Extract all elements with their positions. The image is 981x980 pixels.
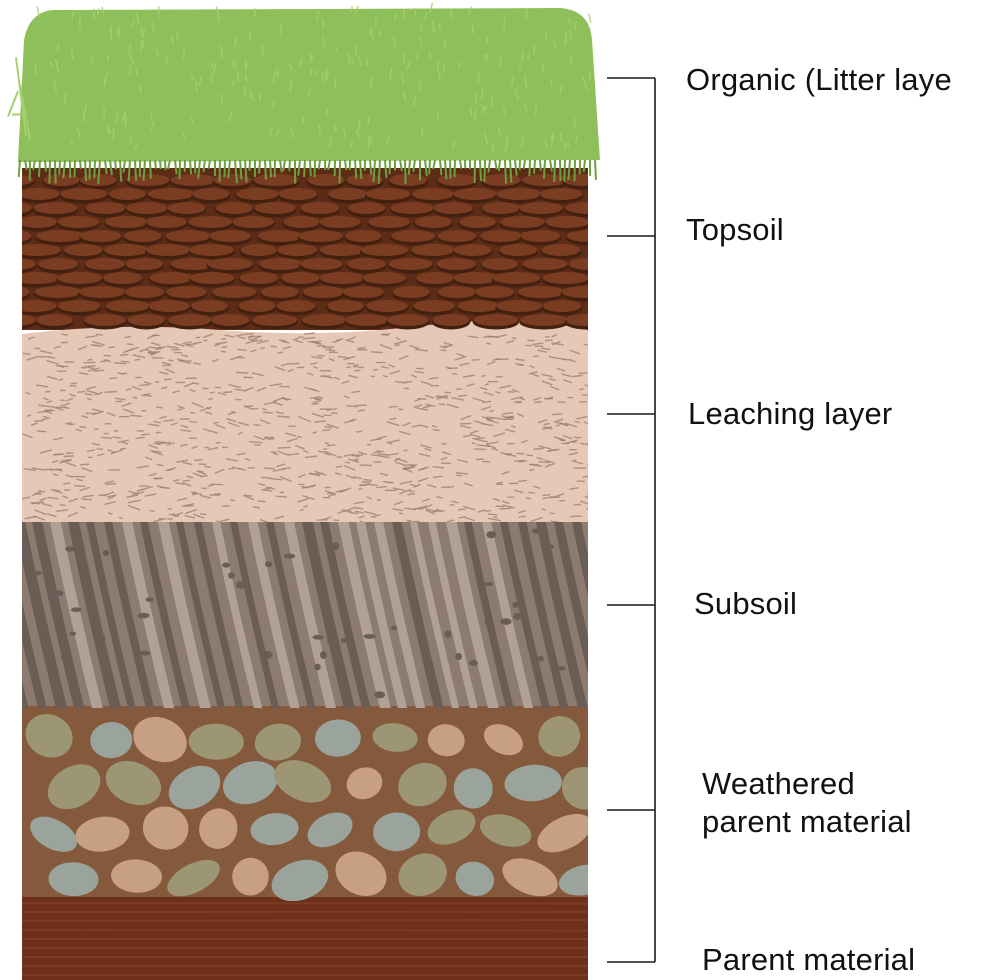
label-leaching-layer: Leaching layer: [688, 396, 893, 431]
layer-bracket: [607, 77, 656, 963]
organic-litter-layer: [18, 8, 600, 162]
label-organic-litter-layer: Organic (Litter laye: [686, 62, 952, 97]
label-weathered-line2: parent material: [702, 804, 912, 839]
label-parent-material: Parent material: [702, 942, 916, 977]
label-topsoil: Topsoil: [686, 212, 784, 247]
leaching-layer: [22, 320, 588, 524]
label-weathered-line1: Weathered: [702, 766, 855, 801]
label-subsoil: Subsoil: [694, 586, 798, 621]
label-weathered-parent-material: Weathered parent material: [702, 765, 912, 841]
